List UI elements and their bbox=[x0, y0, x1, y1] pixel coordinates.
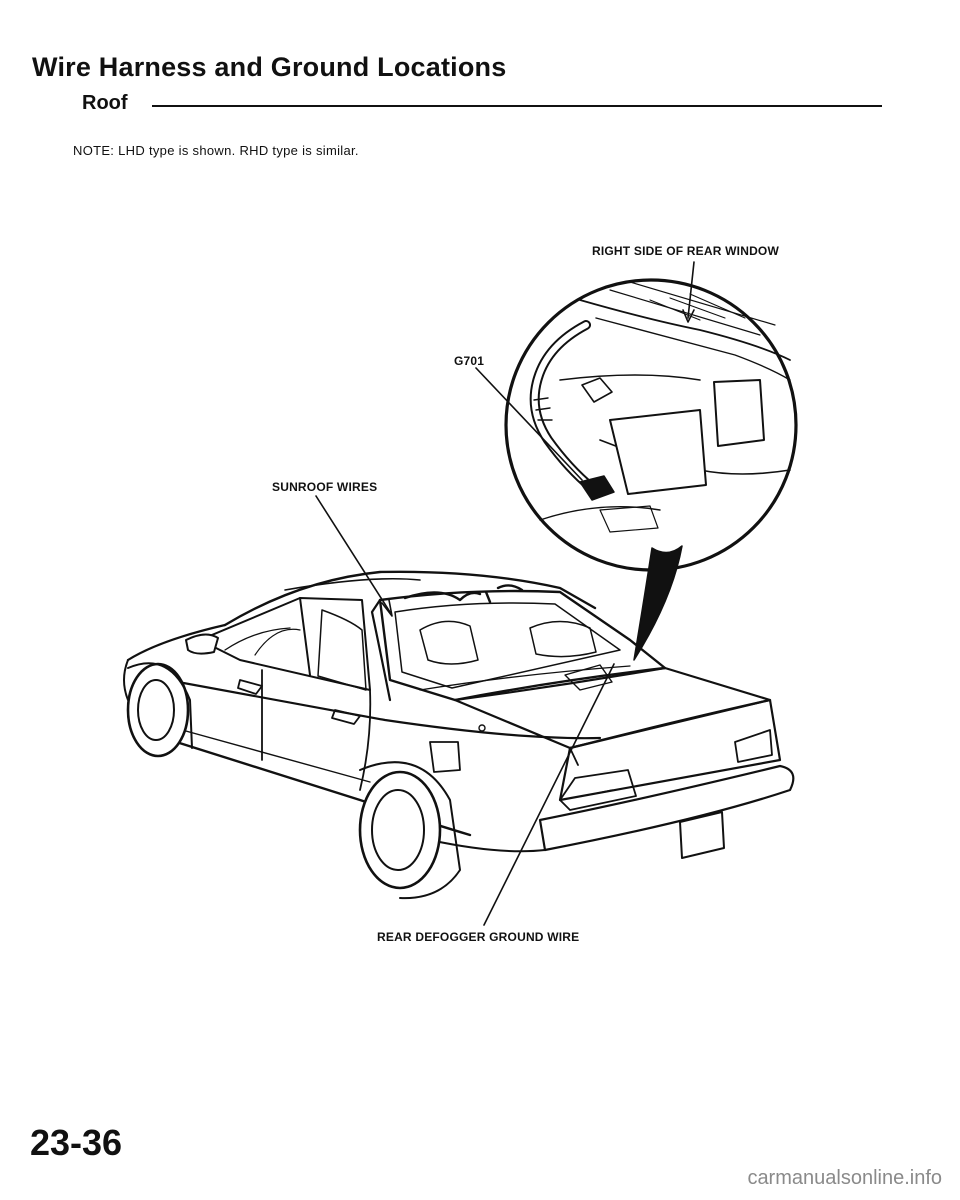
page-number: 23-36 bbox=[30, 1122, 123, 1163]
callout-rear-defogger-ground: REAR DEFOGGER GROUND WIRE bbox=[377, 930, 580, 944]
leader-sunroof bbox=[315, 495, 391, 613]
callout-rear-window: RIGHT SIDE OF REAR WINDOW bbox=[592, 244, 779, 258]
leader-sunroof-arrow bbox=[381, 599, 393, 617]
page-title: Wire Harness and Ground Locations bbox=[32, 52, 507, 82]
leader-g701 bbox=[475, 367, 583, 481]
leader-rear-defogger bbox=[483, 663, 615, 926]
note-text: NOTE: LHD type is shown. RHD type is sim… bbox=[73, 143, 359, 158]
detail-inset bbox=[504, 278, 798, 572]
callout-sunroof-wires: SUNROOF WIRES bbox=[272, 480, 378, 494]
leader-rear-window bbox=[687, 261, 695, 319]
section-title: Roof bbox=[82, 92, 128, 114]
section-rule bbox=[152, 105, 882, 107]
car-body bbox=[123, 570, 795, 900]
detail-pointer bbox=[633, 545, 683, 661]
callout-g701: G701 bbox=[454, 354, 485, 368]
section-header: Roof bbox=[82, 92, 882, 118]
watermark: carmanualsonline.info bbox=[747, 1167, 942, 1189]
leader-rear-window-arrow bbox=[682, 309, 695, 323]
